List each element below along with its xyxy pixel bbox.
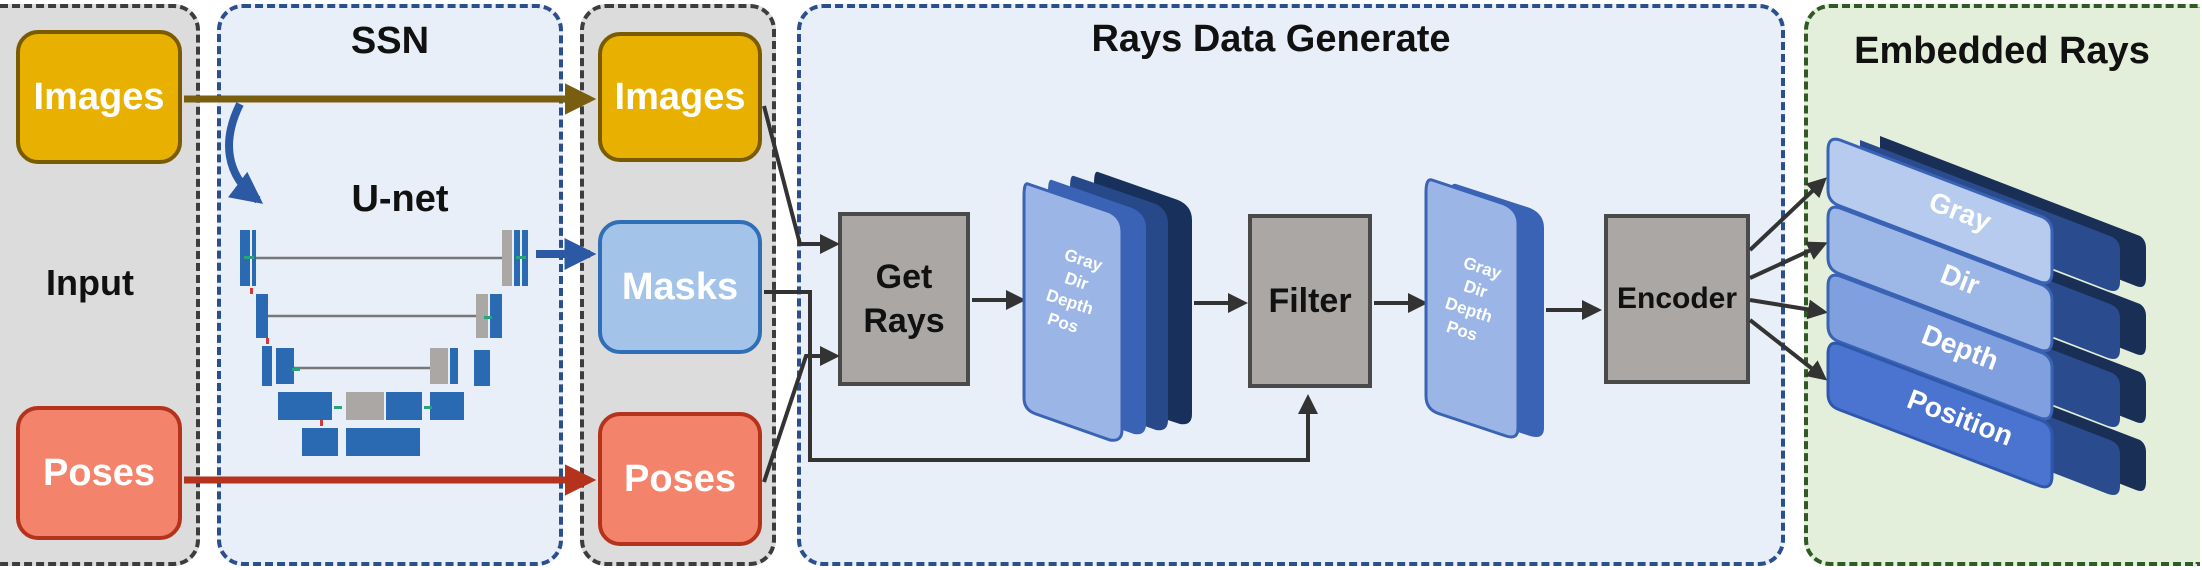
- get-rays-block: Get Rays: [838, 212, 970, 386]
- middle-masks-label: Masks: [621, 265, 739, 308]
- middle-poses-node: Poses: [598, 412, 762, 546]
- input-images-node: Images: [16, 30, 182, 164]
- input-title: Input: [46, 262, 134, 303]
- filter-block: Filter: [1248, 214, 1372, 388]
- encoder-label: Encoder: [1616, 282, 1738, 315]
- input-poses-node: Poses: [16, 406, 182, 540]
- input-poses-label: Poses: [43, 451, 155, 494]
- unet-title: U-net: [351, 178, 449, 220]
- middle-masks-node: Masks: [598, 220, 762, 354]
- get-rays-label-line2: Rays: [863, 302, 945, 340]
- embedded-rays-title: Embedded Rays: [1854, 30, 2150, 72]
- to-unet-arrow: [225, 102, 264, 204]
- get-rays-label-line1: Get: [875, 258, 933, 296]
- middle-images-label: Images: [614, 75, 746, 118]
- middle-images-node: Images: [598, 32, 762, 162]
- filter-label: Filter: [1268, 281, 1352, 320]
- encoder-block: Encoder: [1604, 214, 1750, 384]
- embedded-layer-stack: [1826, 136, 2146, 495]
- unet-graphic: [240, 230, 528, 456]
- filtered-card-stack: [1424, 178, 1544, 439]
- middle-poses-label: Poses: [624, 457, 736, 500]
- feature-card-stack: [1022, 171, 1192, 442]
- ssn-title: SSN: [350, 20, 430, 62]
- rays-data-title: Rays Data Generate: [1091, 18, 1451, 60]
- input-images-label: Images: [33, 75, 165, 118]
